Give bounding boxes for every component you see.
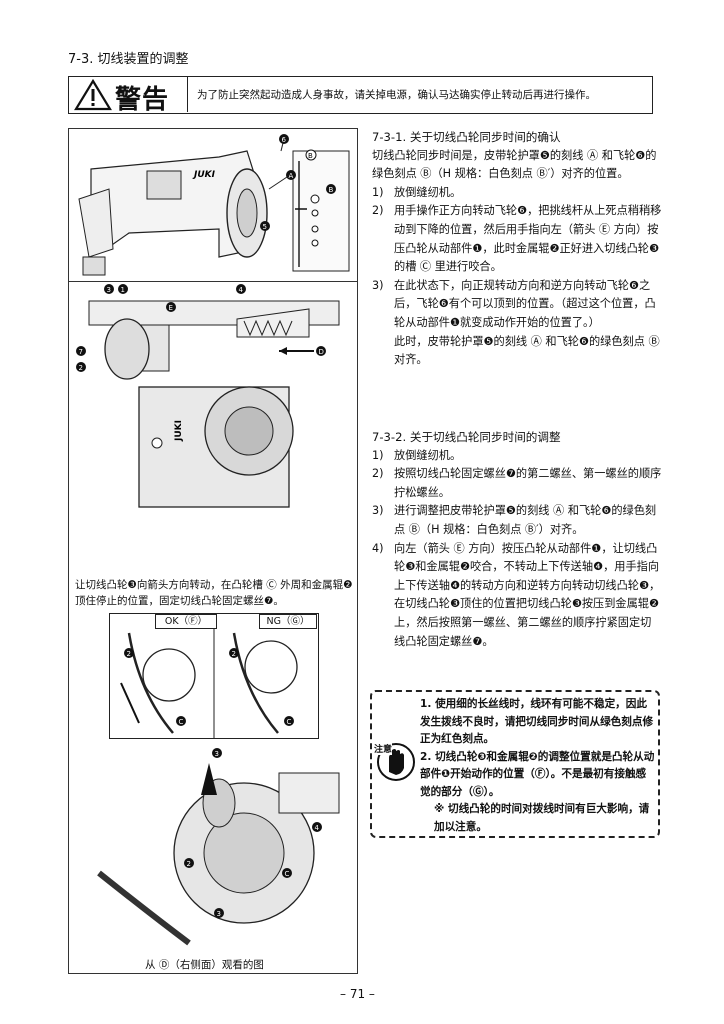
- svg-text:7: 7: [79, 348, 83, 356]
- svg-text:6: 6: [282, 136, 287, 144]
- caution-note: 注意 1. 使用细的长丝线时，线环有可能不稳定，因此发生拨线不良时，请把切线同步…: [370, 690, 660, 838]
- list-item: 4)向左（箭头 Ⓔ 方向）按压凸轮从动部件❶，让切线凸轮❸和金属辊❷咬合，不转动…: [372, 541, 661, 648]
- svg-text:E: E: [169, 304, 173, 312]
- after-text: 此时，皮带轮护罩❺的刻线 Ⓐ 和飞轮❻的绿色刻点 Ⓑ 对齐。: [394, 334, 660, 367]
- svg-text:C: C: [285, 870, 290, 878]
- svg-text:2: 2: [127, 650, 131, 658]
- svg-text:1: 1: [121, 286, 125, 294]
- adjust-caption: 让切线凸轮❸向箭头方向转动，在凸轮槽 Ⓒ 外周和金属辊❷顶住停止的位置，固定切线…: [75, 579, 353, 607]
- page-number: – 71 –: [340, 987, 375, 1001]
- section-7-3-2: 7-3-2. 关于切线凸轮同步时间的调整 1)放倒缝纫机。 2)按照切线凸轮固定…: [372, 428, 662, 651]
- ng-label: NG（Ⓖ）: [259, 614, 317, 629]
- svg-text:B: B: [329, 186, 334, 194]
- svg-text:C: C: [179, 718, 184, 726]
- warning-text: 为了防止突然起动造成人身事故，请关掉电源，确认马达确实停止转动后再进行操作。: [197, 89, 596, 101]
- svg-text:A: A: [289, 172, 294, 180]
- svg-text:C: C: [287, 718, 292, 726]
- svg-text:2: 2: [232, 650, 236, 658]
- section-heading: 7-3-1. 关于切线凸轮同步时间的确认: [372, 130, 561, 144]
- caution-item: 2. 切线凸轮❸和金属辊❷的调整位置就是凸轮从动部件❶开始动作的位置（Ⓕ）。不是…: [420, 750, 655, 798]
- list-item: 2)用手操作正方向转动飞轮❻，把挑线杆从上死点稍稍移动到下降的位置，然后用手指向…: [372, 204, 662, 274]
- cam-mechanism-figure: D E 3 1 4 7 2 JUKI: [69, 281, 357, 571]
- list-item: 1)放倒缝纫机。: [372, 185, 462, 199]
- caution-text: 1. 使用细的长丝线时，线环有可能不稳定，因此发生拨线不良时，请把切线同步时间从…: [420, 696, 656, 836]
- svg-text:5: 5: [263, 223, 267, 231]
- svg-text:B: B: [308, 152, 313, 160]
- caution-label: 注意: [374, 742, 393, 755]
- ok-label: OK（Ⓕ）: [155, 614, 217, 629]
- svg-text:4: 4: [315, 824, 320, 832]
- list-item: 3)在此状态下，向正规转动方向和逆方向转动飞轮❻之后，飞轮❻有个可以顶到的位置。…: [372, 278, 656, 329]
- section-intro: 切线凸轮同步时间是，皮带轮护罩❺的刻线 Ⓐ 和飞轮❻的绿色刻点 Ⓑ（H 规格：白…: [372, 148, 657, 181]
- caution-item: ※ 切线凸轮的时间对拨线时间有巨大影响，请加以注意。: [434, 803, 650, 833]
- warning-word: 警告: [115, 85, 170, 115]
- svg-text:JUKI: JUKI: [174, 420, 184, 442]
- list-item: 1)放倒缝纫机。: [372, 448, 462, 462]
- figure-panel: JUKI 6 5 A B B D E 3 1 4 7 2: [68, 128, 358, 974]
- list-item: 2)按照切线凸轮固定螺丝❼的第二螺丝、第一螺丝的顺序拧松螺丝。: [372, 467, 662, 499]
- brand-text: JUKI: [192, 170, 216, 180]
- svg-text:3: 3: [107, 286, 111, 294]
- step-list: 1)放倒缝纫机。 2)按照切线凸轮固定螺丝❼的第二螺丝、第一螺丝的顺序拧松螺丝。…: [372, 447, 662, 652]
- caution-item: 1. 使用细的长丝线时，线环有可能不稳定，因此发生拨线不良时，请把切线同步时间从…: [420, 698, 654, 745]
- svg-text:2: 2: [187, 860, 191, 868]
- step-list: 1)放倒缝纫机。 2)用手操作正方向转动飞轮❻，把挑线杆从上死点稍稍移动到下降的…: [372, 184, 662, 333]
- svg-text:3: 3: [217, 910, 221, 918]
- side-view-figure: 4 C 2 3 3: [69, 743, 357, 955]
- section-title: 7-3. 切线装置的调整: [68, 52, 189, 67]
- svg-text:4: 4: [239, 286, 244, 294]
- warning-label-cell: 警告: [69, 77, 188, 115]
- svg-text:D: D: [319, 348, 324, 356]
- warning-box: 警告 为了防止突然起动造成人身事故，请关掉电源，确认马达确实停止转动后再进行操作…: [68, 76, 653, 115]
- svg-text:3: 3: [215, 750, 219, 758]
- list-item: 3)进行调整把皮带轮护罩❺的刻线 Ⓐ 和飞轮❻的绿色刻点 Ⓑ（H 规格：白色刻点…: [372, 504, 657, 536]
- ok-ng-figure: 2 C 2 C: [109, 613, 319, 739]
- svg-text:2: 2: [79, 364, 83, 372]
- side-view-caption: 从 Ⓓ（右侧面）观看的图: [145, 959, 264, 971]
- sewing-machine-figure: JUKI 6 5 A B B: [69, 129, 357, 281]
- warning-triangle-icon: [74, 78, 112, 111]
- section-heading: 7-3-2. 关于切线凸轮同步时间的调整: [372, 430, 561, 444]
- section-7-3-1: 7-3-1. 关于切线凸轮同步时间的确认 切线凸轮同步时间是，皮带轮护罩❺的刻线…: [372, 128, 662, 370]
